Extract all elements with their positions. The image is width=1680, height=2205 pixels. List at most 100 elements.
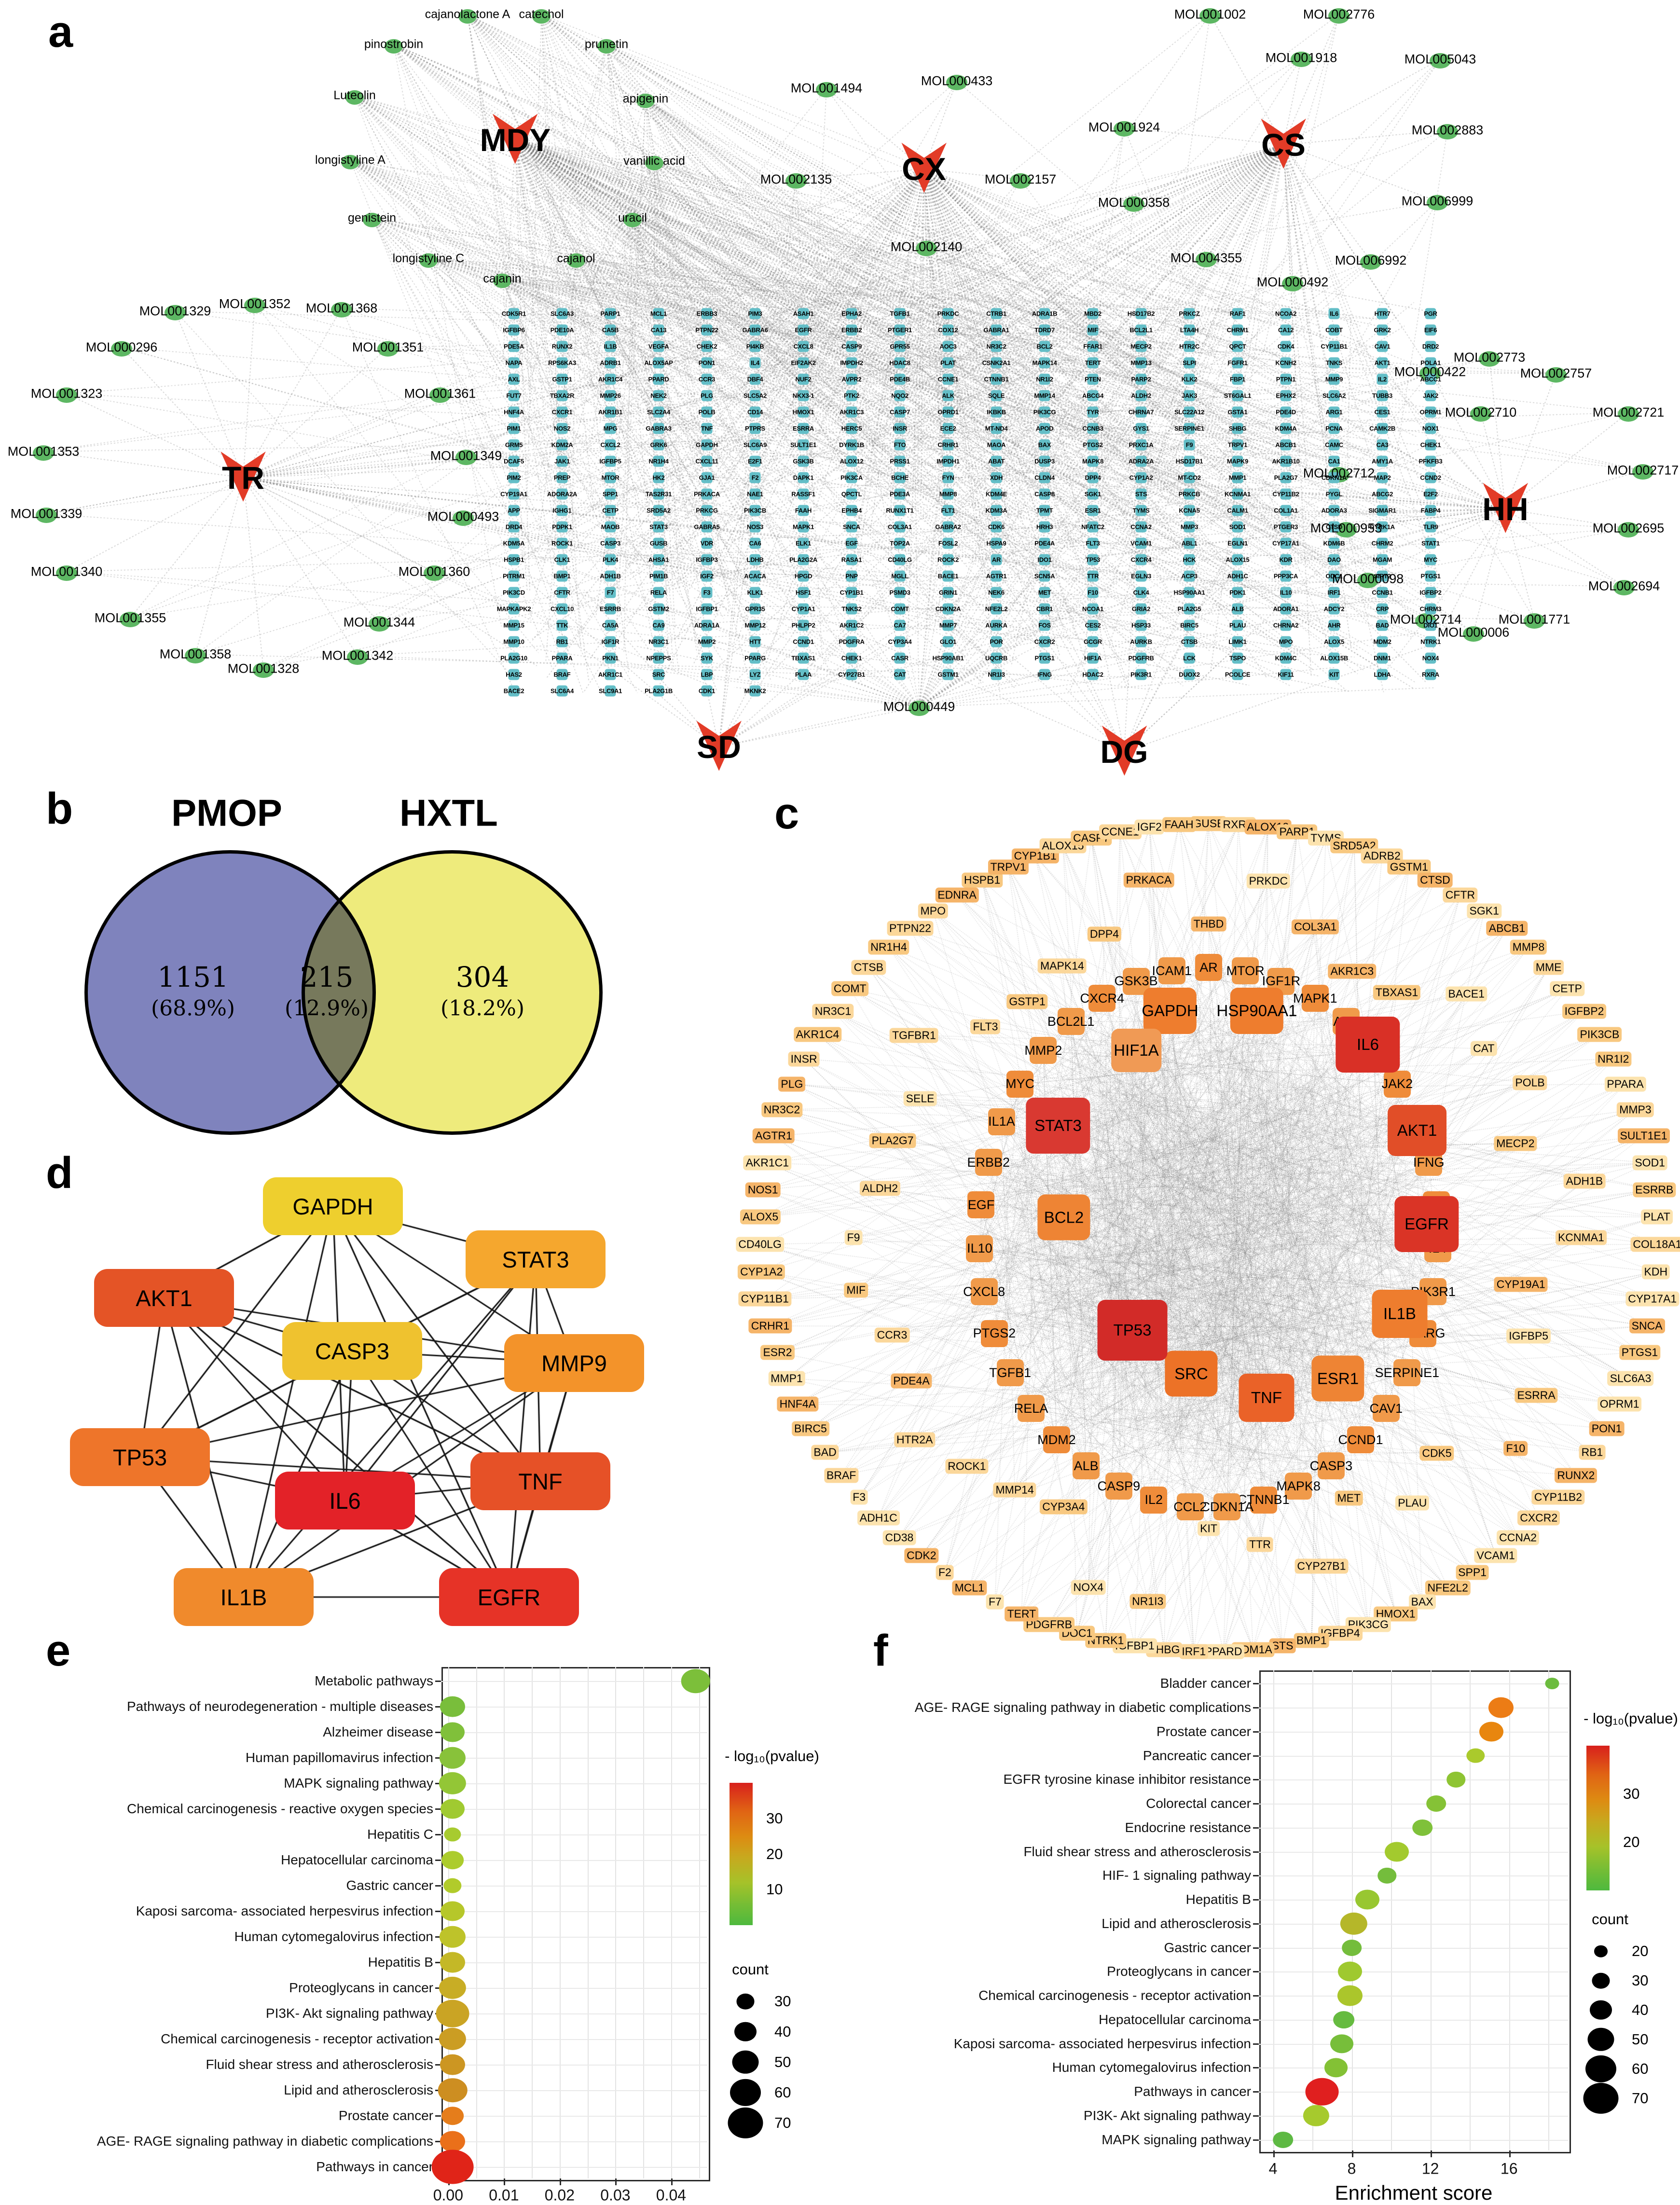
gene-target-cell bbox=[1039, 390, 1050, 401]
gene-target-label: CCNE1 bbox=[937, 375, 959, 383]
gene-target-label: CA6 bbox=[749, 539, 761, 547]
gene-target-label: CYP1B1 bbox=[840, 589, 864, 596]
gene-target-label: LDHA bbox=[1374, 671, 1391, 678]
ppi-middle-gene: CAV1 bbox=[1370, 1395, 1403, 1422]
ppi-outer-gene: PPARD bbox=[1202, 1644, 1245, 1659]
gene-target-label: ABCB1 bbox=[1275, 441, 1296, 449]
gene-target-cell bbox=[1377, 324, 1388, 336]
gene-target-label: CDK5R1 bbox=[501, 310, 526, 317]
gene-target-label: PDE5A bbox=[504, 343, 524, 350]
mol-node-dot bbox=[56, 387, 77, 403]
ppi-scatter-gene: CCR3 bbox=[874, 1327, 910, 1343]
gene-target-label: GABRA1 bbox=[983, 326, 1009, 334]
colorbar-title: - log₁₀(pvalue) bbox=[1584, 1710, 1678, 1727]
gene-target-label: IGHG1 bbox=[552, 507, 572, 514]
gene-target-label: PIM3 bbox=[748, 310, 762, 317]
pathway-dot bbox=[436, 1999, 469, 2027]
gene-target-label: CYP11B2 bbox=[1272, 490, 1299, 498]
gene-target-label: CYP27B1 bbox=[838, 671, 865, 678]
gene-target-label: KDM4A bbox=[1275, 425, 1297, 432]
gene-target-cell bbox=[1280, 341, 1292, 352]
ppi-outer-gene: CCNA2 bbox=[1497, 1530, 1540, 1545]
gene-target-label: EGLN3 bbox=[1131, 572, 1151, 580]
x-axis-tick bbox=[615, 2178, 617, 2185]
ppi-inner-gene-label: HIF1A bbox=[1114, 1041, 1159, 1059]
gene-target-label: DNM1 bbox=[1374, 654, 1391, 662]
ppi-outer-gene: PLAT bbox=[1640, 1209, 1673, 1225]
gene-target-label: ADH1C bbox=[1227, 572, 1248, 580]
gene-target-label: CCR3 bbox=[698, 375, 716, 383]
pathway-category-label: AGE- RAGE signaling pathway in diabetic … bbox=[96, 2134, 433, 2149]
gene-target-label: PPARG bbox=[744, 654, 766, 662]
gene-target-label: KDM2A bbox=[551, 441, 573, 449]
mol-node-label: MOL002721 bbox=[1592, 405, 1665, 420]
gene-target-cell bbox=[508, 423, 520, 434]
category-tick bbox=[1253, 1731, 1259, 1733]
gene-target-label: STAT3 bbox=[649, 523, 668, 531]
ppi-outer-gene: EDNRA bbox=[935, 887, 979, 903]
gene-target-label: MMP9 bbox=[1325, 375, 1343, 383]
pathway-dot bbox=[440, 2131, 466, 2152]
gene-target-label: IGFBP6 bbox=[503, 326, 525, 334]
ppi-outer-gene: F2 bbox=[936, 1565, 954, 1580]
ppi-middle-gene: EGF bbox=[967, 1191, 995, 1219]
gene-target-label: HSP90AA1 bbox=[1173, 589, 1205, 596]
gene-target-label: DYRK1A bbox=[1370, 523, 1395, 531]
ppi-outer-gene: COMT bbox=[831, 981, 869, 996]
gene-target-label: BIRC5 bbox=[1180, 621, 1198, 629]
gene-target-label: SLC2A4 bbox=[647, 408, 671, 416]
gene-target-cell bbox=[798, 341, 809, 352]
ppi-outer-gene: ADH1C bbox=[857, 1510, 900, 1526]
count-legend-label: 40 bbox=[1632, 2001, 1649, 2018]
category-tick bbox=[1253, 1803, 1259, 1805]
gene-target-label: APP bbox=[508, 507, 520, 514]
gene-target-label: SLC5A2 bbox=[743, 392, 767, 400]
gene-target-cell bbox=[1135, 373, 1147, 385]
gene-target-label: MCL1 bbox=[650, 310, 667, 317]
pathway-dot bbox=[1337, 1985, 1363, 2006]
gene-target-label: AKR1C4 bbox=[598, 375, 623, 383]
mol-node-dot bbox=[1282, 276, 1303, 291]
gene-target-label: PTGER1 bbox=[887, 326, 912, 334]
ppi-outer-gene: NR1I2 bbox=[1595, 1051, 1632, 1067]
gene-target-label: PLA2G7 bbox=[1274, 474, 1298, 482]
x-axis-tick-label: 12 bbox=[1421, 2160, 1439, 2177]
mol-node-dot bbox=[1291, 52, 1312, 67]
x-axis-tick bbox=[504, 2178, 506, 2185]
gene-target-label: TTR bbox=[1087, 572, 1099, 580]
gene-target-cell bbox=[894, 341, 906, 352]
ppi-middle-gene-label: CCL2 bbox=[1173, 1499, 1207, 1514]
mol-node-dot bbox=[1479, 351, 1500, 367]
mol-node-dot bbox=[1618, 522, 1639, 537]
gene-target-label: SLC6A4 bbox=[550, 687, 574, 695]
venn-mid-value: 215 bbox=[300, 961, 354, 993]
gene-target-cell bbox=[508, 390, 520, 401]
gene-target-label: ADRA2A bbox=[1128, 457, 1154, 465]
pathway-dot bbox=[1341, 1939, 1362, 1956]
gene-target-label: MAOB bbox=[601, 523, 620, 531]
gene-target-label: IL6 bbox=[1330, 310, 1338, 317]
x-axis-tick-label: 0.02 bbox=[544, 2186, 575, 2204]
pathway-dot bbox=[441, 1901, 465, 1921]
gene-target-label: CETP bbox=[602, 507, 619, 514]
pathway-dot bbox=[438, 2078, 468, 2102]
gene-target-label: F9 bbox=[1185, 441, 1193, 449]
venn-left-title: PMOP bbox=[171, 791, 282, 834]
mol-node-dot bbox=[111, 341, 132, 357]
ppi-scatter-gene: CYP19A1 bbox=[1494, 1277, 1548, 1292]
gene-target-cell bbox=[942, 390, 954, 401]
mol-node-label: MOL001918 bbox=[1265, 50, 1337, 65]
mol-node-label: MOL000422 bbox=[1394, 364, 1466, 379]
mol-node-dot bbox=[1524, 613, 1545, 629]
mol-node-label: MOL001351 bbox=[352, 340, 424, 355]
panel-label-a: a bbox=[48, 7, 73, 56]
ppi-middle-gene: CCND1 bbox=[1338, 1426, 1383, 1454]
mol-node-label: MOL001344 bbox=[343, 615, 415, 630]
ppi-scatter-gene: KCNMA1 bbox=[1555, 1230, 1607, 1245]
gene-target-label: ADRA1A bbox=[694, 621, 720, 629]
ppi-middle-gene-label: JAK2 bbox=[1381, 1076, 1413, 1091]
gene-target-cell bbox=[894, 406, 906, 418]
gene-target-label: NEK2 bbox=[650, 392, 667, 400]
category-tick bbox=[1253, 1851, 1259, 1853]
gene-target-label: IGF2 bbox=[700, 572, 714, 580]
